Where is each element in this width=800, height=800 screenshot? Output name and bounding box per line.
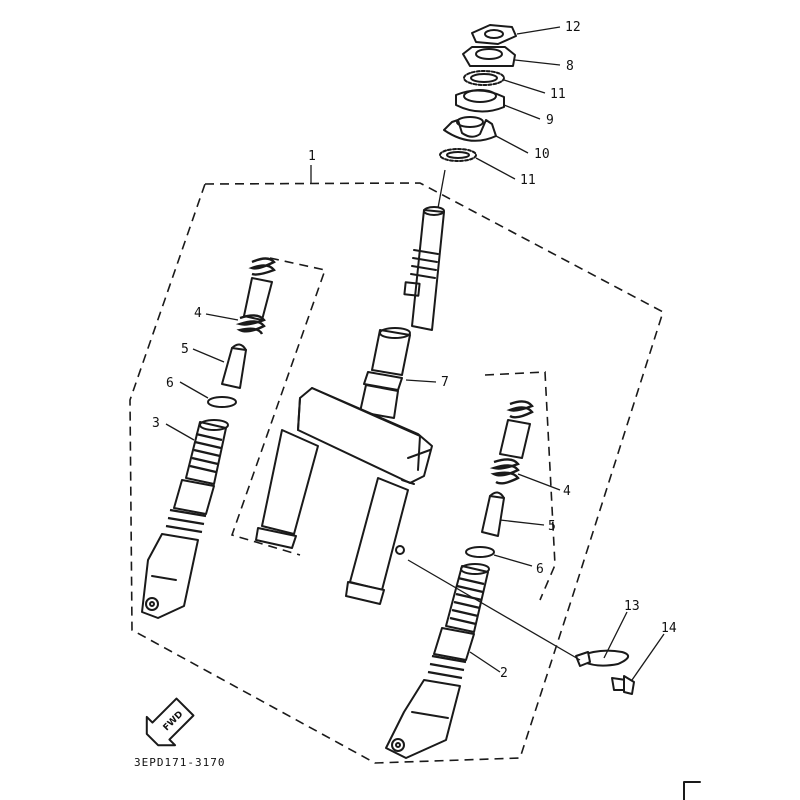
callout-2: 2 — [500, 666, 508, 681]
callout-14: 14 — [661, 621, 677, 636]
callout-4-right: 4 — [563, 484, 571, 499]
part-11-ball-race-upper — [463, 70, 505, 86]
part-4-spring-left — [235, 257, 276, 335]
callout-9: 9 — [546, 113, 554, 128]
callout-5-right: 5 — [548, 519, 556, 534]
part-2-fork-tube-right — [385, 563, 490, 759]
left-group-outline — [230, 257, 327, 556]
part-6-oring-right — [465, 546, 495, 558]
part-14-bolt — [611, 675, 635, 695]
right-group-outline — [484, 371, 556, 601]
part-9-bearing-race — [455, 89, 505, 113]
callout-7: 7 — [441, 375, 449, 390]
callout-12: 12 — [565, 20, 581, 35]
part-5-damper-rod-left — [221, 343, 247, 389]
part-10-bearing-cone — [443, 116, 497, 142]
assembly-outline — [129, 182, 664, 764]
part-7-steering-stem — [255, 206, 445, 605]
callout-1: 1 — [308, 149, 316, 164]
callout-4-left: 4 — [194, 306, 202, 321]
part-4-spring-right — [489, 400, 534, 485]
callout-11-upper: 11 — [550, 87, 566, 102]
leader-lines — [165, 26, 665, 681]
part-8-ring-nut — [462, 46, 516, 67]
part-11-ball-race-lower — [439, 148, 477, 162]
part-13-clip — [575, 649, 629, 667]
crop-mark — [683, 781, 701, 800]
part-5-damper-rod-right — [481, 491, 505, 537]
callout-11-lower: 11 — [520, 173, 536, 188]
callout-10: 10 — [534, 147, 550, 162]
callout-6-right: 6 — [536, 562, 544, 577]
callout-6-left: 6 — [166, 376, 174, 391]
steering-axis — [437, 169, 446, 209]
part-6-oring-left — [207, 396, 237, 408]
part-12-washer — [471, 24, 517, 45]
part-3-fork-tube-left — [141, 419, 229, 619]
forward-direction-badge: FWD — [145, 697, 195, 747]
diagram-code: 3EPD171-3170 — [134, 756, 225, 769]
callout-8: 8 — [566, 59, 574, 74]
callout-5-left: 5 — [181, 342, 189, 357]
callout-3: 3 — [152, 416, 160, 431]
callout-13: 13 — [624, 599, 640, 614]
